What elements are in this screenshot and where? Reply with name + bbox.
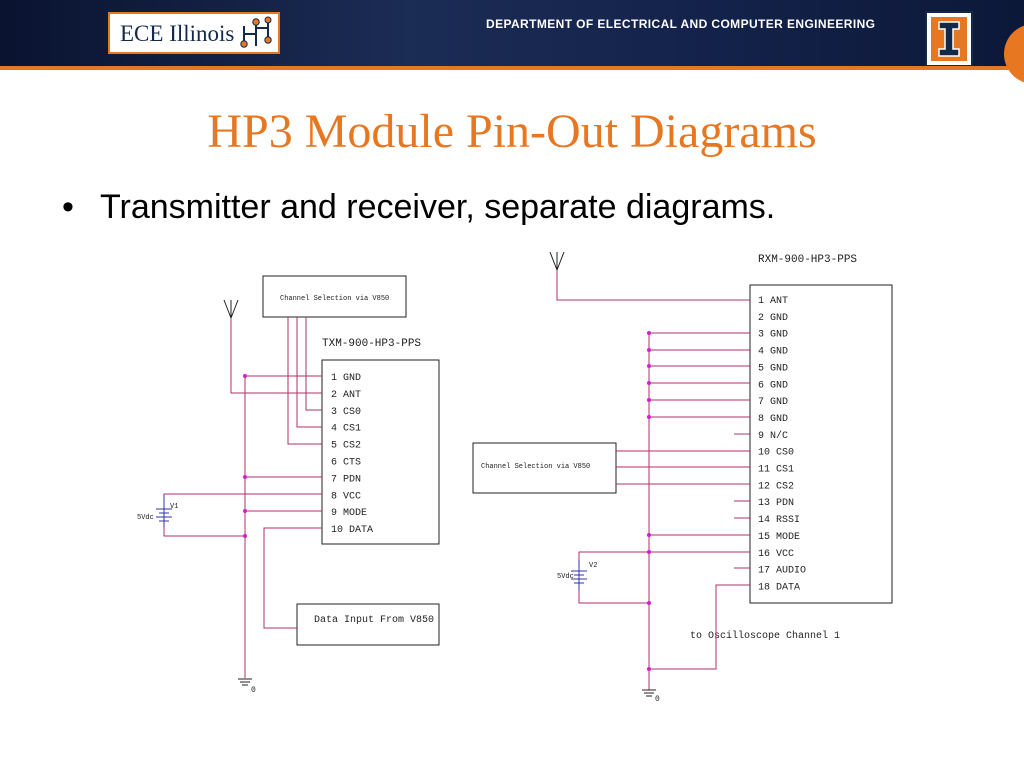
txm-module-box — [321, 359, 440, 545]
txm-pin-1: 1 GND — [331, 373, 361, 384]
txm-battery-icon — [156, 495, 172, 527]
rxm-pin-labels: 1 ANT 2 GND 3 GND 4 GND 5 GND 6 GND 7 GND 8 GND… — [758, 296, 806, 593]
bullet-dot: • — [62, 188, 74, 226]
rxm-antenna-icon — [549, 251, 565, 271]
txm-pin-10: 10 DATA — [331, 525, 373, 536]
ece-illinois-logo[interactable]: ECE Illinois — [108, 12, 280, 54]
txm-pin-7: 7 PDN — [331, 474, 361, 485]
banner-stripe — [0, 66, 1024, 70]
txm-pin-6: 6 CTS — [331, 458, 361, 469]
rxm-source-name: V2 — [589, 562, 597, 570]
rxm-pin-12: 12 CS2 — [758, 481, 794, 492]
rxm-channel-label: Channel Selection via V850 — [481, 463, 590, 471]
bullet-item: • Transmitter and receiver, separate diag… — [62, 188, 775, 227]
department-name: DEPARTMENT OF ELECTRICAL AND COMPUTER EN… — [486, 17, 876, 31]
txm-wires — [163, 317, 322, 678]
rxm-pin-11: 11 CS1 — [758, 465, 794, 476]
txm-pin-9: 9 MODE — [331, 508, 367, 519]
rxm-pin-5: 5 GND — [758, 363, 788, 374]
txm-source-value: 5Vdc — [137, 514, 154, 522]
rxm-ground-label: 0 — [655, 695, 660, 704]
header-banner: ECE Illinois DEPARTMENT OF ELECTRICAL AN… — [0, 0, 1024, 70]
rxm-ground-icon — [642, 689, 656, 697]
rxm-source-value: 5Vdc — [557, 573, 574, 581]
block-i-icon — [931, 17, 967, 61]
txm-pin-8: 8 VCC — [331, 491, 361, 502]
logo-text: ECE Illinois — [120, 21, 235, 46]
receiver-diagram: RXM-900-HP3-PPS 1 ANT 2 GND 3 GND 4 GND 5 GN… — [472, 251, 893, 704]
rxm-pin-7: 7 GND — [758, 397, 788, 408]
rxm-battery-icon — [571, 560, 587, 590]
txm-pin-labels: 1 GND 2 ANT 3 CS0 4 CS1 5 CS2 6 CTS 7 PDN 8 VCC… — [331, 373, 373, 536]
rxm-pin-15: 15 MODE — [758, 532, 800, 543]
rxm-pin-1: 1 ANT — [758, 296, 788, 307]
rxm-pin-8: 8 GND — [758, 414, 788, 425]
txm-pin-3: 3 CS0 — [331, 407, 361, 418]
txm-pin-4: 4 CS1 — [331, 424, 361, 435]
txm-antenna-icon — [223, 299, 239, 319]
rxm-part-label: RXM-900-HP3-PPS — [758, 254, 857, 266]
rxm-channel-box — [472, 442, 617, 494]
rxm-wires — [556, 270, 750, 690]
txm-ground-icon — [238, 678, 252, 686]
bullet-text: Transmitter and receiver, separate diagr… — [100, 188, 776, 226]
rxm-pin-10: 10 CS0 — [758, 448, 794, 459]
txm-data-box — [296, 603, 440, 646]
txm-part-label: TXM-900-HP3-PPS — [322, 338, 421, 350]
rxm-module-box — [749, 284, 893, 604]
txm-ground-label: 0 — [251, 686, 256, 695]
rxm-pin-9: 9 N/C — [758, 430, 788, 442]
txm-data-label: Data Input From V850 — [314, 615, 434, 626]
rxm-pin-6: 6 GND — [758, 380, 788, 391]
txm-junction-nodes — [243, 374, 247, 538]
txm-pin-5: 5 CS2 — [331, 441, 361, 452]
txm-channel-box — [262, 275, 407, 318]
block-i-logo — [925, 11, 973, 67]
txm-pin-2: 2 ANT — [331, 390, 361, 401]
rxm-pin-4: 4 GND — [758, 347, 788, 358]
rxm-pin-14: 14 RSSI — [758, 515, 800, 526]
rxm-pin-16: 16 VCC — [758, 549, 794, 560]
transmitter-diagram: TXM-900-HP3-PPS 1 GND 2 ANT 3 CS0 4 CS1 5 CS… — [137, 275, 440, 695]
slide-title: HP3 Module Pin-Out Diagrams — [207, 105, 817, 158]
txm-source-name: V1 — [170, 503, 178, 511]
rxm-pin-13: 13 PDN — [758, 498, 794, 509]
rxm-pin-2: 2 GND — [758, 313, 788, 324]
rxm-pin-18: 18 DATA — [758, 582, 800, 593]
rxm-pin-17: 17 AUDIO — [758, 566, 806, 577]
rxm-scope-label: to Oscilloscope Channel 1 — [690, 630, 840, 642]
circuit-logo-icon — [240, 16, 272, 48]
rxm-pin-3: 3 GND — [758, 330, 788, 341]
corner-accent — [1004, 24, 1024, 84]
rxm-junction-nodes — [647, 331, 651, 671]
txm-channel-label: Channel Selection via V850 — [280, 295, 389, 303]
